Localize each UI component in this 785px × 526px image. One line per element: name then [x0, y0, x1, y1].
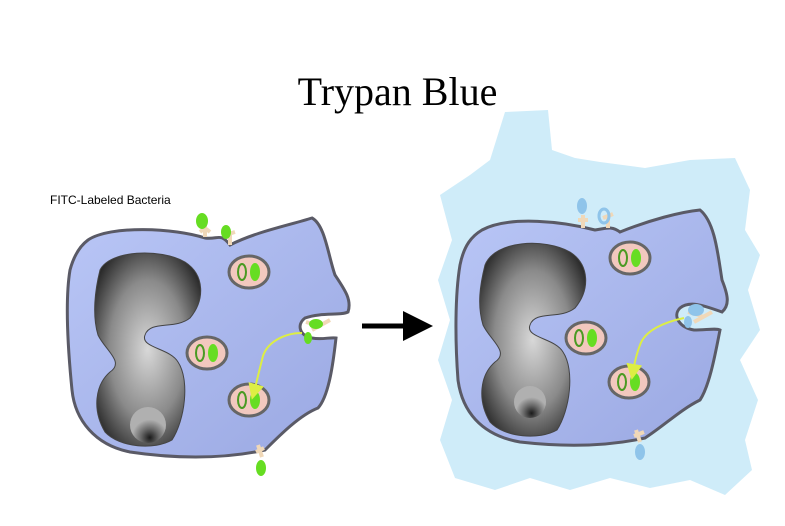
nucleus	[479, 242, 587, 437]
quenched-free-bacterium	[633, 429, 645, 460]
nucleus	[94, 252, 202, 447]
phagosome	[185, 335, 229, 371]
diagram-title: Trypan Blue	[297, 69, 498, 114]
macrophage-cell-before	[65, 213, 351, 476]
phagosome	[564, 320, 608, 356]
internalization-arrow	[626, 317, 685, 380]
phagosome	[607, 364, 651, 400]
quenched-bacterium	[684, 304, 713, 328]
free-bacterium	[255, 444, 266, 476]
nucleus-dark-spot	[130, 407, 166, 443]
internalization-arrow	[248, 332, 303, 400]
phagosome	[227, 382, 271, 418]
quenched-bacterium	[577, 198, 588, 228]
nucleus-dark-spot	[514, 386, 546, 418]
surface-bacterium	[304, 318, 331, 344]
bacteria-label: FITC-Labeled Bacteria	[50, 193, 171, 207]
macrophage-cell-after	[454, 198, 729, 460]
phagosome	[608, 240, 652, 276]
phagosome	[227, 254, 271, 290]
surface-bacterium	[221, 225, 236, 245]
surface-bacterium	[196, 213, 212, 237]
quenched-bacterium	[597, 207, 614, 228]
